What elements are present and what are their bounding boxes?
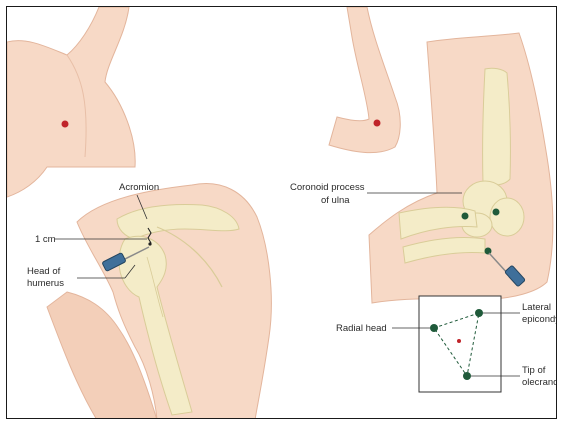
elbow-thumbnail-injection-site: [374, 120, 381, 127]
label-tip-of-olecranon-2: olecranon: [522, 377, 557, 388]
shoulder-thumbnail: [7, 7, 135, 197]
elbow-thumbnail: [329, 7, 400, 153]
landmark-dot: [462, 213, 469, 220]
landmark-dot: [485, 248, 492, 255]
elbow-illustration: [367, 33, 553, 303]
label-coronoid-1: Coronoid process: [290, 182, 365, 193]
inset-lateral-epicondyle-dot: [475, 309, 483, 317]
anatomy-figure: Acromion 1 cm Head of humerus Coronoid p…: [6, 6, 557, 419]
label-head-of-humerus-2: humerus: [27, 278, 64, 289]
shoulder-illustration: [47, 184, 271, 419]
landmark-inset: [392, 296, 520, 392]
inset-radial-head-dot: [430, 324, 438, 332]
inset-injection-site: [457, 339, 461, 343]
inset-olecranon-dot: [463, 372, 471, 380]
label-coronoid-2: of ulna: [321, 195, 350, 206]
label-head-of-humerus-1: Head of: [27, 266, 61, 277]
label-acromion: Acromion: [119, 182, 159, 193]
label-lateral-epicondyle-2: epicondyle: [522, 314, 557, 325]
thumbnail-injection-site: [62, 121, 69, 128]
label-tip-of-olecranon-1: Tip of: [522, 365, 546, 376]
label-radial-head: Radial head: [336, 323, 387, 334]
label-lateral-epicondyle-1: Lateral: [522, 302, 551, 313]
label-one-cm: 1 cm: [35, 234, 56, 245]
landmark-dot: [493, 209, 500, 216]
anatomy-illustration: Acromion 1 cm Head of humerus Coronoid p…: [7, 7, 557, 419]
